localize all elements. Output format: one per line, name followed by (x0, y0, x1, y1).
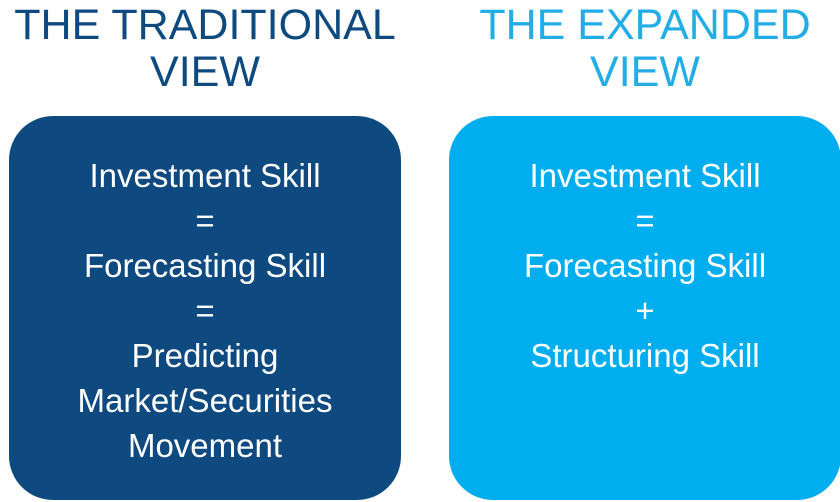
expanded-view-heading: THE EXPANDED VIEW (445, 2, 840, 112)
expanded-view-panel: Investment Skill = Forecasting Skill + S… (449, 116, 840, 500)
panel-row-operator: = (195, 292, 215, 329)
panel-row: Investment Skill (529, 157, 761, 194)
panel-row: Predicting (131, 337, 279, 374)
panel-row-operator: = (195, 202, 215, 239)
traditional-view-panel: Investment Skill = Forecasting Skill = P… (9, 116, 401, 500)
heading-line: VIEW (590, 48, 700, 96)
panel-row: Forecasting Skill (83, 247, 327, 284)
traditional-view-heading: THE TRADITIONAL VIEW (5, 2, 405, 112)
panel-row: Forecasting Skill (523, 247, 767, 284)
panel-row: Investment Skill (89, 157, 321, 194)
heading-line: VIEW (150, 48, 260, 96)
traditional-view-column: THE TRADITIONAL VIEW Investment Skill = … (5, 0, 405, 500)
panel-row-operator: + (635, 292, 655, 329)
expanded-view-column: THE EXPANDED VIEW Investment Skill = For… (445, 0, 840, 500)
panel-row: Market/Securities (77, 382, 333, 419)
panel-row-operator: = (635, 202, 655, 239)
panel-row: Movement (127, 427, 283, 464)
heading-line: THE TRADITIONAL (14, 1, 396, 49)
heading-line: THE EXPANDED (479, 1, 811, 49)
panel-row: Structuring Skill (530, 337, 760, 374)
